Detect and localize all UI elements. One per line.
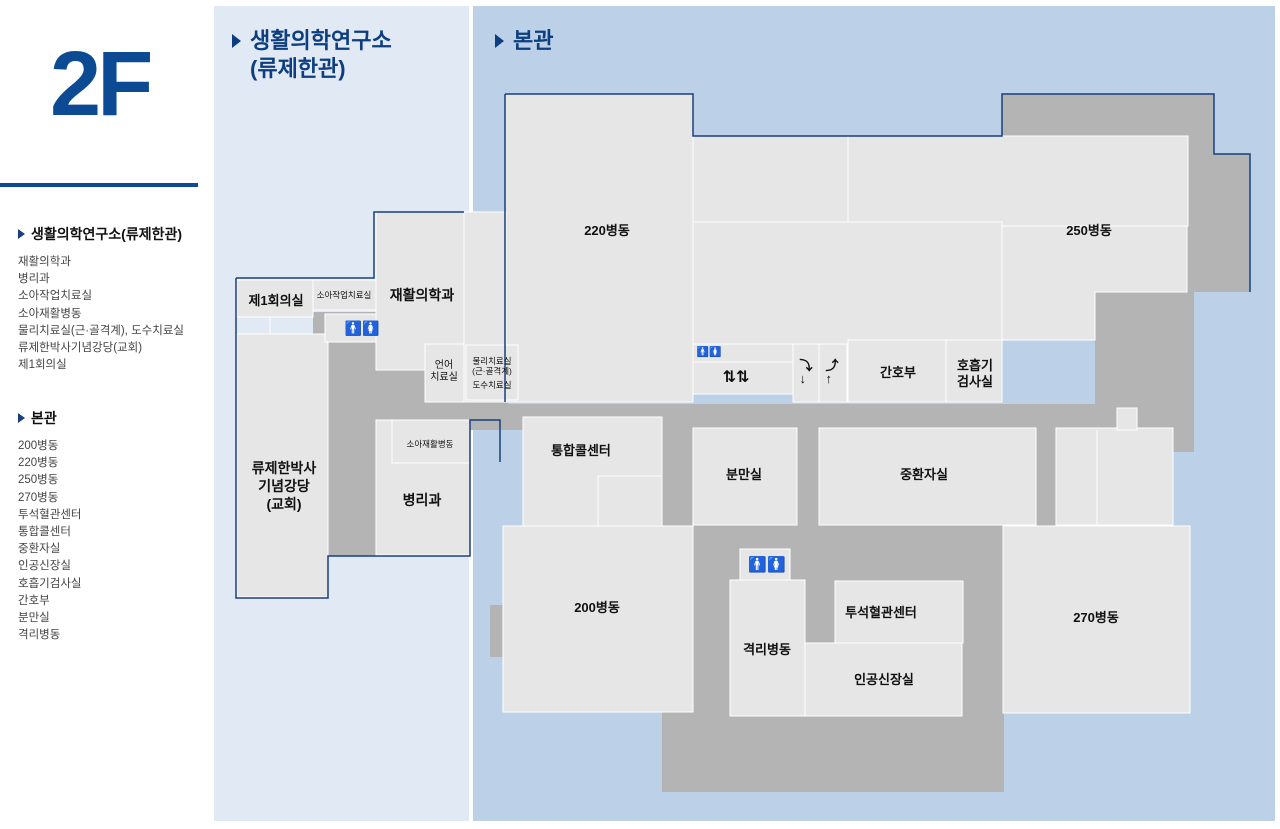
rooms — [236, 93, 1191, 717]
list-item: 통합콜센터 — [18, 526, 71, 539]
triangle-icon — [18, 413, 25, 423]
list-item: 재활의학과 — [18, 256, 71, 268]
room-ward-200[interactable]: 200병동 — [574, 600, 620, 615]
room-meeting[interactable]: 제1회의실 — [248, 293, 304, 308]
legend-annex-title: 생활의학연구소(류제한관) — [18, 224, 218, 244]
legend-main-title: 본관 — [18, 408, 218, 428]
list-item: 소아작업치료실 — [18, 290, 93, 303]
room-nursing[interactable]: 간호부 — [880, 365, 916, 380]
list-item: 소아재활병동 — [18, 307, 82, 320]
list-item: 인공신장실 — [18, 560, 71, 573]
list-item: 류제한박사기념강당(교회) — [18, 342, 143, 355]
stairs-down-icon: ⤵↓ — [799, 358, 813, 386]
restroom-icon: 🚹🚺 — [344, 320, 380, 336]
room-child-rehab-ward[interactable]: 소아재활병동 — [406, 439, 454, 449]
main-panel-title: 본관 — [495, 27, 553, 55]
room-pathology[interactable]: 병리과 — [402, 492, 442, 508]
elevator-icon: ⇅⇅ — [722, 369, 750, 386]
restroom-icon: 🚹🚺 — [748, 556, 786, 574]
list-item: 제1회의실 — [18, 359, 67, 372]
stairs-up-icon: ⤴↑ — [825, 358, 839, 386]
divider — [0, 183, 198, 187]
room-ward-270[interactable]: 270병동 — [1073, 610, 1119, 625]
list-item: 중환자실 — [18, 543, 61, 556]
restroom-icon: 🚹🚺 — [696, 347, 722, 358]
building-outlines — [235, 93, 1251, 599]
triangle-icon — [232, 34, 241, 48]
room-artificial-kidney[interactable]: 인공신장실 — [854, 672, 914, 687]
list-item: 호흡기검사실 — [18, 577, 82, 590]
floor-label: 2F — [50, 33, 153, 135]
legend-annex-title-text: 생활의학연구소(류제한관) — [31, 226, 183, 242]
list-item: 병리과 — [18, 273, 50, 286]
annex-panel-title: 생활의학연구소 (류제한관) — [232, 27, 392, 83]
triangle-icon — [18, 229, 25, 239]
list-item: 격리병동 — [18, 629, 61, 642]
room-child-ot[interactable]: 소아작업치료실 — [316, 290, 372, 300]
room-ward-220[interactable]: 220병동 — [584, 223, 630, 238]
list-item: 270병동 — [18, 491, 59, 504]
list-item: 간호부 — [18, 594, 50, 607]
room-respiratory-test[interactable]: 호흡기 검사실 — [957, 358, 993, 389]
list-item: 물리치료실(근·골격계), 도수치료실 — [18, 324, 184, 337]
list-item: 220병동 — [18, 457, 59, 470]
list-item: 200병동 — [18, 440, 59, 452]
triangle-icon — [495, 34, 504, 48]
room-icu[interactable]: 중환자실 — [900, 467, 948, 482]
legend-main-title-text: 본관 — [31, 410, 57, 426]
room-rehab[interactable]: 재활의학과 — [389, 287, 455, 303]
room-ward-250[interactable]: 250병동 — [1066, 223, 1112, 238]
list-item: 분만실 — [18, 612, 50, 625]
room-physical-therapy[interactable]: 물리치료실 (근·골격계) 도수치료실 — [472, 356, 512, 390]
room-dividers — [237, 317, 1098, 526]
room-isolation[interactable]: 격리병동 — [743, 642, 791, 657]
room-delivery[interactable]: 분만실 — [726, 467, 762, 482]
list-item: 투석혈관센터 — [18, 508, 82, 521]
room-speech[interactable]: 언어 치료실 — [430, 360, 458, 383]
room-call-center[interactable]: 통합콜센터 — [551, 443, 611, 458]
list-item: 250병동 — [18, 474, 59, 487]
room-auditorium[interactable]: 류제한박사 기념강당 (교회) — [251, 460, 317, 512]
room-dialysis[interactable]: 투석혈관센터 — [845, 605, 917, 620]
